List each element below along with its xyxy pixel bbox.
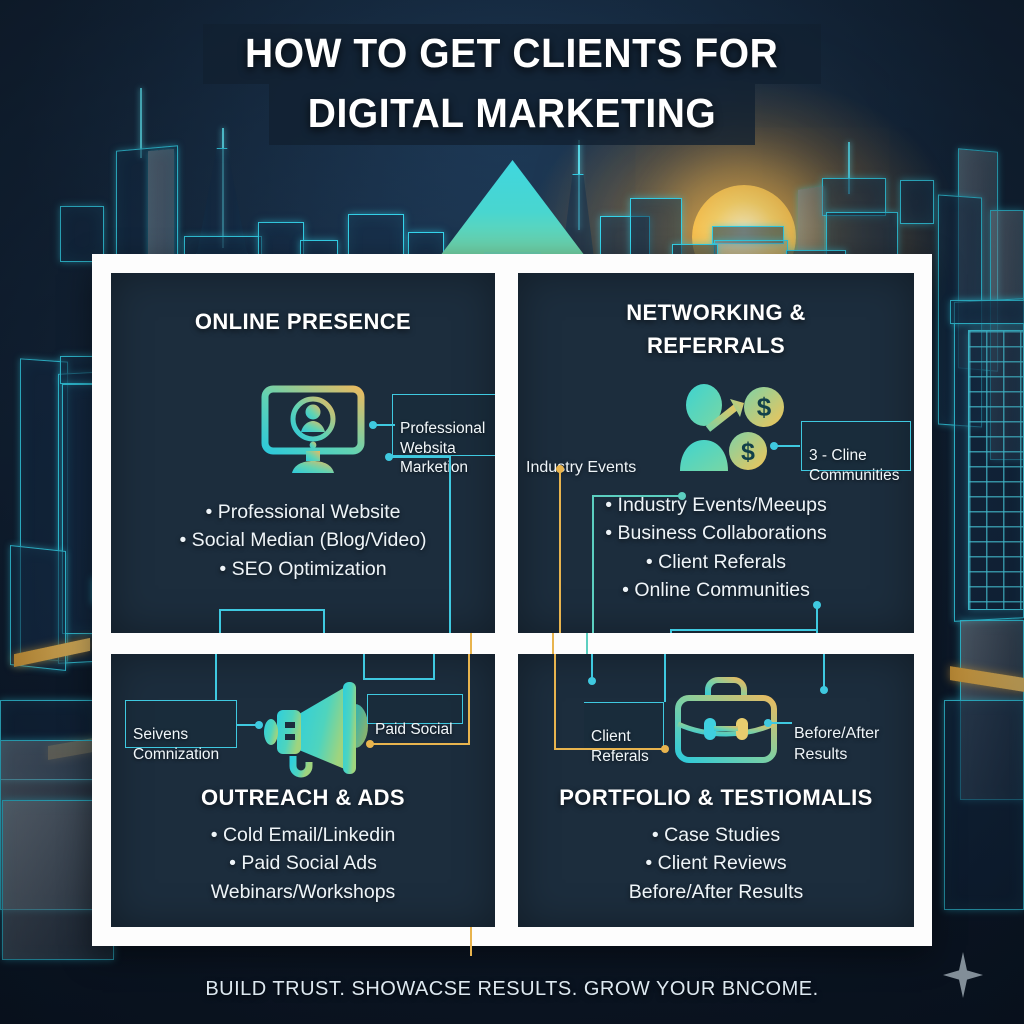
svg-text:$: $: [741, 438, 755, 466]
list-item: • Case Studies: [651, 824, 781, 846]
label-industry-events: Industry Events: [526, 438, 636, 479]
connector-wire: [433, 654, 436, 678]
callout-text: Client Referals: [591, 727, 649, 765]
label-before-after-results: Before/After Results: [794, 704, 898, 765]
callout-paid-social[interactable]: Paid Social: [367, 694, 463, 738]
title-band-2: DIGITAL MARKETING: [268, 84, 756, 145]
quadrant-list: • Case Studies • Client Reviews Before/A…: [518, 821, 914, 906]
connector-wire: [237, 724, 259, 727]
connector-wire: [363, 678, 435, 681]
svg-text:$: $: [757, 392, 772, 422]
connector-dot: [678, 492, 686, 500]
quadrant-title: ONLINE PRESENCE: [194, 309, 412, 334]
connector-wire: [823, 654, 826, 688]
footer-text: BUILD TRUST. SHOWACSE RESULTS. GROW YOUR…: [205, 978, 819, 1000]
callout-client-referals[interactable]: Client Referals: [584, 702, 664, 765]
quadrant-list: • Industry Events/Meeups • Business Coll…: [518, 491, 914, 604]
connector-dot: [255, 721, 263, 729]
connector-wire: [449, 456, 452, 633]
connector-wire: [670, 629, 673, 633]
list-item: Webinars/Workshops: [210, 880, 396, 903]
callout-text: Professional Websita Marketion: [400, 419, 486, 477]
connector-wire: [554, 654, 557, 750]
connector-wire: [215, 654, 218, 700]
connector-wire: [559, 469, 562, 633]
quadrant-title: OUTREACH & ADS: [200, 785, 405, 810]
callout-seivens-comnization[interactable]: Seivens Comnization: [125, 700, 237, 763]
monitor-user-icon: [261, 385, 365, 473]
quadrant-online-presence[interactable]: ONLINE PRESENCE: [111, 273, 495, 633]
connector-wire: [664, 654, 667, 702]
title-line-1: HOW TO GET CLIENTS FOR: [245, 30, 779, 76]
connector-wire: [554, 748, 666, 751]
list-item: • Client Reviews: [645, 852, 787, 875]
connector-wire: [768, 722, 792, 725]
megaphone-icon: [264, 682, 368, 778]
quadrant-networking-referrals[interactable]: NETWORKING & REFERRALS: [518, 273, 914, 633]
connector-wire: [219, 609, 325, 612]
connector-wire: [776, 445, 800, 448]
arrow-head: [440, 160, 585, 256]
callout-client-communities[interactable]: 3 - Cline Communities: [801, 421, 911, 484]
connector-wire: [592, 495, 595, 633]
list-item: Before/After Results: [628, 880, 804, 903]
person-money-icon: $ $: [680, 384, 784, 471]
list-item: • Paid Social Ads: [229, 852, 377, 875]
title-line-2: DIGITAL MARKETING: [307, 90, 717, 137]
connector-dot: [770, 442, 778, 450]
quadrant-list: • Cold Email/Linkedin • Paid Social Ads …: [111, 821, 495, 906]
connector-dot: [661, 745, 669, 753]
quadrant-title: NETWORKING & REFERRALS: [626, 300, 806, 358]
list-item: • Business Collaborations: [605, 522, 827, 545]
callout-text: Seivens Comnization: [133, 725, 220, 763]
list-item: • Cold Email/Linkedin: [210, 824, 396, 846]
callout-text: 3 - Cline Communities: [809, 446, 900, 484]
connector-dot: [369, 421, 377, 429]
connector-wire: [373, 424, 395, 427]
callout-professional-website-marketion[interactable]: Professional Websita Marketion: [392, 394, 495, 476]
briefcase-icon: [675, 677, 777, 763]
quadrant-board: ONLINE PRESENCE: [92, 254, 932, 956]
connector-wire: [591, 654, 594, 678]
connector-wire: [363, 654, 366, 680]
list-item: • Social Median (Blog/Video): [179, 529, 427, 552]
title-band-1: HOW TO GET CLIENTS FOR: [203, 24, 821, 85]
quadrant-portfolio-testiomalis[interactable]: Client Referals Before/After Results POR…: [518, 654, 914, 927]
connector-wire: [323, 609, 326, 633]
list-item: • Online Communities: [622, 578, 810, 601]
connector-wire: [370, 743, 470, 746]
callout-text: Paid Social: [375, 720, 453, 738]
quadrant-outreach-ads[interactable]: Seivens Comnization Paid Social OUTREACH…: [111, 654, 495, 927]
connector-dot: [764, 719, 772, 727]
list-item: • Professional Website: [205, 501, 401, 523]
label-text: Before/After Results: [794, 725, 880, 763]
connector-wire: [468, 654, 471, 743]
connector-wire: [592, 495, 682, 498]
list-item: • Industry Events/Meeups: [605, 494, 827, 516]
quadrant-title: PORTFOLIO & TESTIOMALIS: [559, 785, 873, 810]
connector-dot: [588, 677, 596, 685]
connector-wire: [219, 609, 222, 633]
list-item: • Client Referals: [645, 550, 787, 573]
connector-wire: [816, 605, 819, 633]
connector-wire: [389, 456, 451, 459]
footer-tagline: BUILD TRUST. SHOWACSE RESULTS. GROW YOUR…: [0, 978, 1024, 1001]
quadrant-list: • Professional Website • Social Median (…: [111, 498, 495, 583]
connector-dot: [820, 686, 828, 694]
label-text: Industry Events: [526, 459, 637, 477]
list-item: • SEO Optimization: [219, 557, 387, 580]
connector-wire: [670, 629, 818, 632]
page-title: HOW TO GET CLIENTS FOR DIGITAL MARKETING: [0, 24, 1024, 145]
